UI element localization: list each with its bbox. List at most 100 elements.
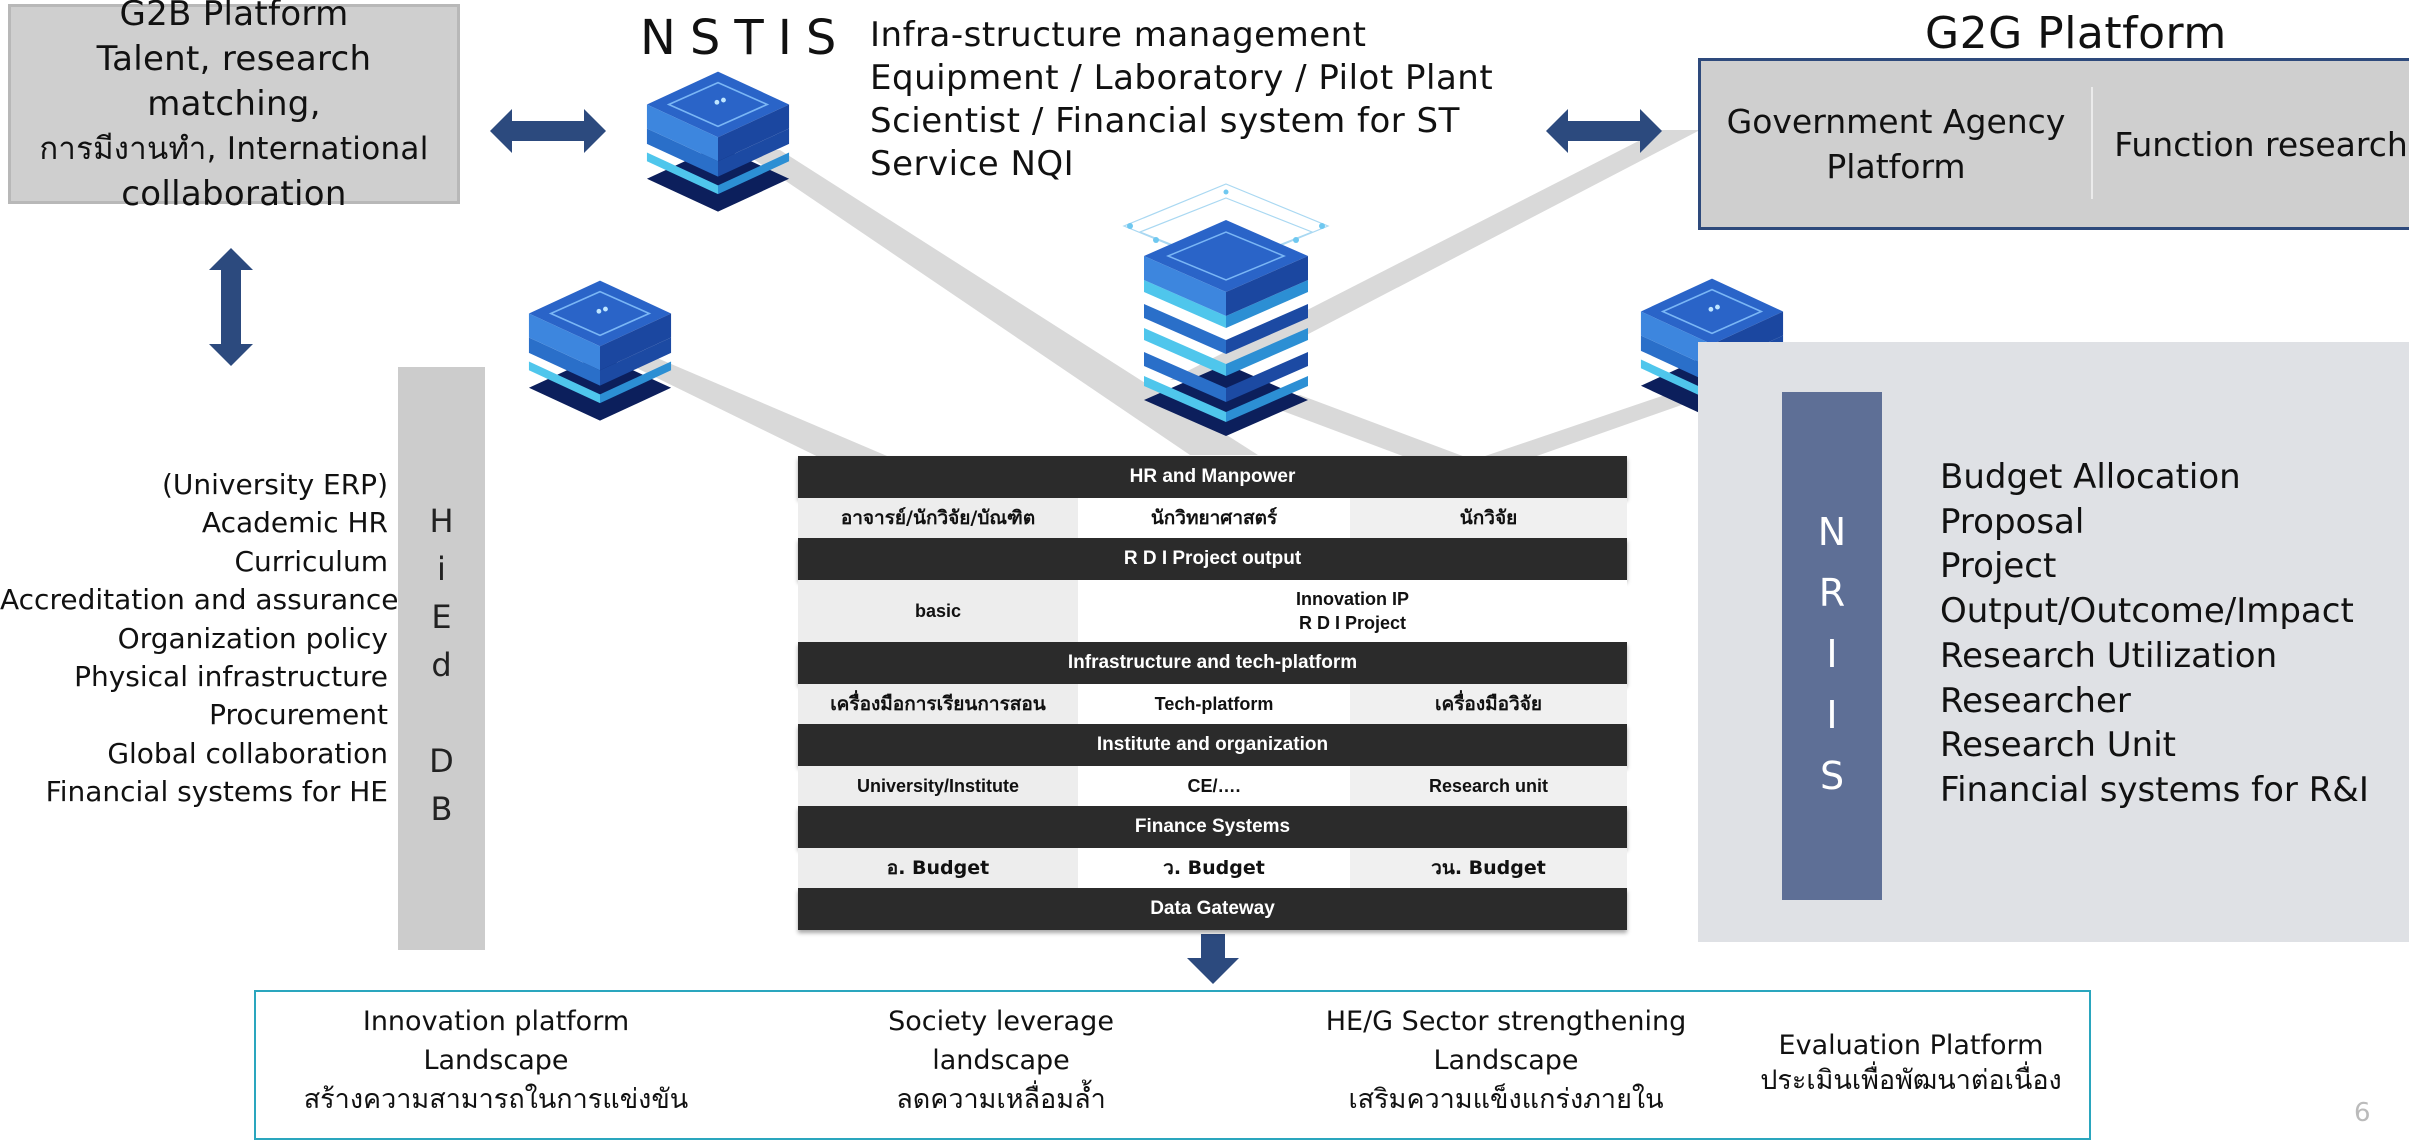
rdi-project-label: R D I Project: [1298, 613, 1407, 633]
double-arrow-horizontal-icon: [1546, 109, 1662, 153]
nriis-item-list: Budget Allocation Proposal Project Outpu…: [1940, 455, 2369, 813]
data-layer-table: HR and Manpower อาจารย์/นักวิจัย/บัณฑิต …: [798, 456, 1627, 930]
society-leverage: Society leverage landscape ลดความเหลื่อม…: [856, 1002, 1146, 1119]
nriis-item: Proposal: [1940, 501, 2085, 542]
bottom-line: HE/G Sector strengthening: [1325, 1006, 1687, 1037]
bottom-line: landscape: [932, 1045, 1070, 1076]
double-arrow-horizontal-icon: [490, 109, 606, 153]
g2b-title: G2B Platform: [119, 0, 349, 34]
g2g-title: G2G Platform: [1925, 8, 2227, 59]
rdi-output-row: basic Innovation IP R D I Project: [798, 580, 1627, 642]
hied-db-bar: H i E d D B: [398, 367, 485, 950]
institute-header: Institute and organization: [798, 724, 1627, 766]
table-cell: ว. Budget: [1078, 848, 1350, 888]
hied-letter: H: [429, 502, 454, 540]
infrastructure-row: เครื่องมือการเรียนการสอน Tech-platform เ…: [798, 684, 1627, 724]
table-cell: นักวิทยาศาสตร์: [1078, 498, 1350, 538]
table-cell: อาจารย์/นักวิจัย/บัณฑิต: [798, 498, 1078, 538]
nriis-bar: N R I I S: [1782, 392, 1882, 900]
server-icon: [528, 280, 672, 421]
nriis-item: Project: [1940, 546, 2057, 587]
hied-item: Organization policy: [117, 621, 388, 655]
table-cell: เครื่องมือการเรียนการสอน: [798, 684, 1078, 724]
innovation-platform: Innovation platform Landscape สร้างความส…: [286, 1002, 706, 1119]
table-cell: วน. Budget: [1350, 848, 1627, 888]
bottom-line: Society leverage: [888, 1006, 1114, 1037]
bottom-line: Landscape: [1433, 1045, 1579, 1076]
nriis-item: Output/Outcome/Impact: [1940, 591, 2354, 632]
table-cell: Innovation IP R D I Project: [1078, 580, 1627, 642]
hied-item: Academic HR: [201, 506, 388, 540]
function-research: Function research: [2114, 124, 2408, 164]
table-cell: อ. Budget: [798, 848, 1078, 888]
nstis-line-4: Service NQI: [870, 144, 1075, 184]
data-gateway-header: Data Gateway: [798, 888, 1627, 930]
table-cell: basic: [798, 580, 1078, 642]
hied-item: (University ERP): [161, 468, 388, 501]
bottom-line: ประเมินเพื่อพัฒนาต่อเนื่อง: [1760, 1065, 2062, 1096]
g2g-platform-box: Government Agency Platform Function rese…: [1698, 58, 2409, 230]
bottom-line: Evaluation Platform: [1778, 1030, 2044, 1061]
nriis-item: Budget Allocation: [1940, 457, 2241, 497]
g2b-platform-box: G2B Platform Talent, research matching, …: [8, 0, 460, 214]
table-cell: Tech-platform: [1078, 684, 1350, 724]
table-cell: เครื่องมือวิจัย: [1350, 684, 1627, 724]
hied-item: Global collaboration: [107, 736, 388, 770]
hied-letter: i: [437, 550, 446, 588]
hr-manpower-row: อาจารย์/นักวิจัย/บัณฑิต นักวิทยาศาสตร์ น…: [798, 498, 1627, 538]
rdi-output-header: R D I Project output: [798, 538, 1627, 580]
g2g-agency-line-2: Platform: [1826, 147, 1966, 186]
double-arrow-vertical-icon: [209, 248, 253, 366]
hr-manpower-header: HR and Manpower: [798, 456, 1627, 498]
landscape-box: Innovation platform Landscape สร้างความส…: [254, 990, 2091, 1140]
hied-letter: B: [430, 790, 453, 828]
nstis-title: NSTIS: [640, 10, 851, 66]
bottom-line: Innovation platform: [362, 1006, 630, 1037]
down-arrow-icon: [1187, 934, 1239, 984]
finance-header: Finance Systems: [798, 806, 1627, 848]
nriis-item: Financial systems for R&I: [1940, 769, 2369, 810]
nriis-letter: R: [1818, 571, 1846, 615]
hied-letter: d: [431, 646, 452, 684]
hied-letter: [398, 689, 485, 737]
evaluation-platform: Evaluation Platform ประเมินเพื่อพัฒนาต่อ…: [1756, 1028, 2066, 1098]
hied-letter: E: [431, 598, 452, 636]
bottom-line: สร้างความสามารถในการแข่งขัน: [303, 1084, 689, 1115]
g2b-line-3: collaboration: [121, 173, 347, 214]
hied-letter: D: [429, 742, 454, 780]
nstis-line-1: Infra-structure management: [870, 15, 1367, 55]
finance-row: อ. Budget ว. Budget วน. Budget: [798, 848, 1627, 888]
hied-db-label: H i E d D B: [398, 497, 485, 833]
nstis-line-2: Equipment / Laboratory / Pilot Plant: [870, 58, 1494, 98]
g2g-agency-line-1: Government Agency: [1726, 102, 2066, 141]
nriis-item: Research Utilization: [1940, 635, 2278, 676]
hied-item: Curriculum: [234, 544, 388, 578]
nriis-letter: I: [1826, 632, 1838, 676]
table-cell: Research unit: [1350, 766, 1627, 806]
innovation-ip-label: Innovation IP: [1295, 589, 1409, 609]
g2b-line-2: การมีงานทำ, International: [39, 130, 429, 167]
nriis-letter: N: [1817, 510, 1847, 554]
nriis-item: Research Unit: [1940, 725, 2176, 766]
he-g-sector-strengthening: HE/G Sector strengthening Landscape เสริ…: [1316, 1002, 1696, 1119]
nriis-item: Researcher: [1940, 680, 2131, 721]
bottom-line: เสริมความแข็งแกร่งภายใน: [1348, 1084, 1664, 1115]
nriis-letter: I: [1826, 693, 1838, 737]
hied-item: Procurement: [209, 698, 388, 732]
hied-item: Physical infrastructure: [74, 660, 388, 694]
infrastructure-header: Infrastructure and tech-platform: [798, 642, 1627, 684]
institute-row: University/Institute CE/…. Research unit: [798, 766, 1627, 806]
table-cell: University/Institute: [798, 766, 1078, 806]
hied-item-list: (University ERP) Academic HR Curriculum …: [0, 466, 399, 812]
nriis-label: N R I I S: [1782, 502, 1882, 807]
table-cell: CE/….: [1078, 766, 1350, 806]
divider: [2091, 87, 2093, 199]
table-cell: นักวิจัย: [1350, 498, 1627, 538]
nstis-line-3: Scientist / Financial system for ST: [870, 101, 1460, 141]
hied-item: Accreditation and assurance: [0, 583, 399, 617]
bottom-line: Landscape: [423, 1045, 569, 1076]
slide-number: 6: [2354, 1098, 2371, 1128]
nstis-description: Infra-structure management Equipment / L…: [870, 14, 1493, 186]
g2b-line-1: Talent, research matching,: [96, 38, 372, 124]
